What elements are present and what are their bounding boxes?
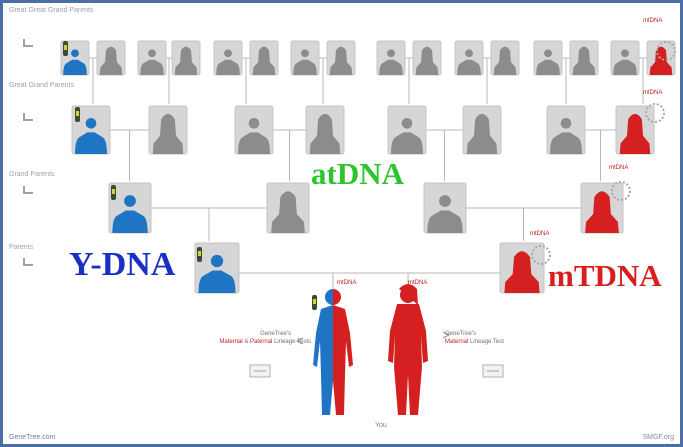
mother-silhouette	[504, 251, 540, 293]
mtdna-ring-row3	[611, 181, 631, 201]
ggg-parent-4-silhouette	[174, 46, 198, 75]
left-note-paternal: Paternal	[250, 339, 273, 345]
ggg-parent-5-head	[224, 49, 232, 58]
ggg-parent-11-head	[465, 49, 473, 58]
ggg-parent-10-silhouette	[415, 46, 439, 75]
mtdna-tag-gp: mtDNA	[609, 165, 629, 171]
y-tag-father-marker	[198, 251, 201, 256]
you-label: You	[375, 422, 387, 429]
grandparent-1-head	[124, 195, 136, 207]
gg-parent-5-silhouette	[391, 132, 423, 154]
arrow-left-icon	[295, 337, 304, 345]
ggg-parent-12-silhouette	[493, 46, 517, 75]
mtdna-tag-ggg: mtDNA	[643, 18, 663, 24]
right-lineage-note: GeneTree's Maternal Lineage Test	[433, 330, 504, 346]
left-note-rest: Lineage Tests	[272, 339, 311, 345]
grandparent-3-head	[439, 195, 451, 207]
gg-parent-5-head	[401, 117, 413, 129]
ggg-parent-16-silhouette	[649, 46, 673, 75]
ggg-parent-2-silhouette	[99, 46, 123, 75]
ggg-parent-3-head	[148, 49, 156, 58]
family-tree-diagram	[60, 40, 676, 415]
ggg-parent-5-silhouette	[216, 59, 240, 75]
gg-parent-3-silhouette	[238, 132, 270, 154]
grandparent-1-silhouette	[112, 210, 148, 233]
ggg-parent-14-silhouette	[572, 46, 596, 75]
left-note-maternal: Maternal	[219, 339, 243, 345]
ggg-parent-9-silhouette	[379, 59, 403, 75]
ggg-parent-7-silhouette	[293, 59, 317, 75]
gg-parent-3-head	[248, 117, 260, 129]
ggg-parent-13-silhouette	[536, 59, 560, 75]
left-lineage-note: GeneTree's Maternal & Paternal Lineage T…	[171, 330, 311, 346]
generation-marker-3	[23, 186, 33, 194]
daughter-silhouette	[388, 304, 428, 415]
y-tag-son-marker	[313, 299, 316, 304]
ggg-parent-7-head	[301, 49, 309, 58]
generation-marker-2	[23, 113, 33, 121]
right-note-maternal: Maternal	[445, 339, 469, 345]
right-note-line1: GeneTree's	[445, 331, 476, 337]
father-silhouette	[198, 270, 236, 293]
father-head	[210, 254, 224, 268]
generation-marker-4	[23, 258, 33, 266]
arrow-right-icon	[442, 331, 451, 339]
gg-parent-8-silhouette	[619, 113, 651, 154]
grandparent-3-silhouette	[427, 210, 463, 233]
mtdna-label: mTDNA	[548, 258, 662, 293]
ggg-parent-15-silhouette	[613, 59, 637, 75]
mtdna-tag-gg: mtDNA	[643, 90, 663, 96]
y-tag-row2-marker	[76, 111, 79, 116]
left-note-amp: &	[242, 339, 251, 345]
ggg-parent-8-silhouette	[329, 46, 353, 75]
label-great-grandparents: Great Grand Parents	[9, 82, 74, 89]
ggg-parent-13-head	[544, 49, 552, 58]
ggg-parent-11-silhouette	[457, 59, 481, 75]
footer-right: SMGF.org	[642, 434, 674, 441]
gg-parent-6-silhouette	[466, 113, 498, 154]
generation-marker-1	[23, 39, 33, 47]
ggg-parent-6-silhouette	[252, 46, 276, 75]
gg-parent-2-silhouette	[152, 113, 184, 154]
label-parents: Parents	[9, 244, 34, 251]
gg-parent-7-silhouette	[550, 132, 582, 154]
y-tag-row1-marker	[64, 45, 67, 50]
ydna-label: Y-DNA	[69, 246, 176, 283]
gg-parent-1-silhouette	[75, 132, 107, 154]
atdna-label: atDNA	[311, 156, 404, 191]
grandparent-2-silhouette	[271, 191, 305, 233]
ggg-parent-9-head	[387, 49, 395, 58]
mtdna-tag-you-left: mtDNA	[337, 280, 357, 286]
right-note-rest: Lineage Test	[468, 339, 504, 345]
ggg-parent-1-head	[71, 49, 79, 58]
gg-parent-4-silhouette	[309, 113, 341, 154]
daughter-hair	[399, 284, 418, 305]
son-head	[325, 289, 341, 305]
footer-left: GeneTree.com	[9, 434, 56, 441]
mtdna-ring-row2	[645, 103, 665, 123]
mtdna-tag-you-right: mtDNA	[408, 280, 428, 286]
grandparent-4-silhouette	[585, 191, 619, 233]
ggg-parent-1-silhouette	[63, 59, 87, 75]
gg-parent-1-head	[85, 117, 97, 129]
label-grandparents: Grand Parents	[9, 171, 55, 178]
son-silhouette	[313, 305, 353, 415]
ggg-parent-3-silhouette	[140, 59, 164, 75]
left-note-line1: GeneTree's	[260, 331, 291, 337]
mtdna-tag-parent: mtDNA	[530, 231, 550, 237]
mtdna-ring-mother	[531, 245, 551, 265]
y-tag-row3-marker	[112, 189, 115, 194]
label-great-great-grandparents: Great Great Grand Parents	[9, 7, 94, 14]
ggg-parent-15-head	[621, 49, 629, 58]
gg-parent-7-head	[560, 117, 572, 129]
mtdna-ring-row1	[656, 41, 676, 61]
